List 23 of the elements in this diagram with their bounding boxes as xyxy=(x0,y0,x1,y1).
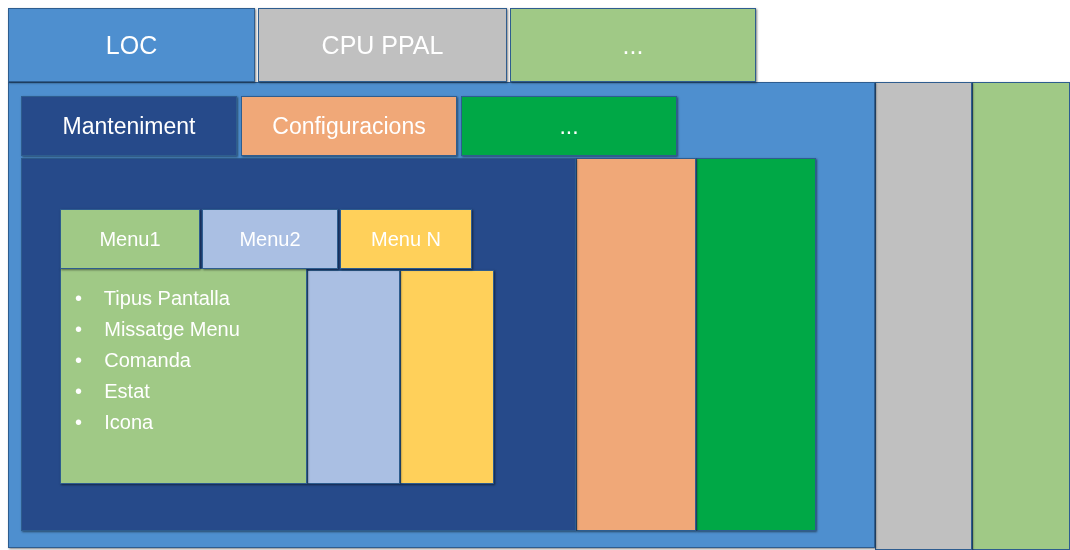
tab: LOC xyxy=(8,8,255,82)
tab: Menu2 xyxy=(202,209,338,269)
panel xyxy=(576,158,696,531)
panel xyxy=(8,82,875,548)
list-item: • Icona xyxy=(75,410,155,435)
list-item: • Tipus Pantalla xyxy=(75,286,231,311)
tab: Manteniment xyxy=(21,96,237,156)
tab: Menu N xyxy=(340,209,472,269)
list-item: • Estat xyxy=(75,379,151,404)
list-item: • Comanda xyxy=(75,348,192,373)
panel xyxy=(400,270,494,484)
tab: Menu1 xyxy=(60,209,200,269)
panel xyxy=(696,158,816,531)
list-item: • Missatge Menu xyxy=(75,317,241,342)
tab: ... xyxy=(510,8,756,82)
panel xyxy=(972,82,1070,550)
tab: Configuracions xyxy=(241,96,457,156)
panel xyxy=(307,270,400,484)
panel xyxy=(21,158,576,531)
tab: CPU PPAL xyxy=(258,8,507,82)
tab: ... xyxy=(461,96,677,156)
panel xyxy=(60,268,307,484)
panel xyxy=(875,82,972,550)
